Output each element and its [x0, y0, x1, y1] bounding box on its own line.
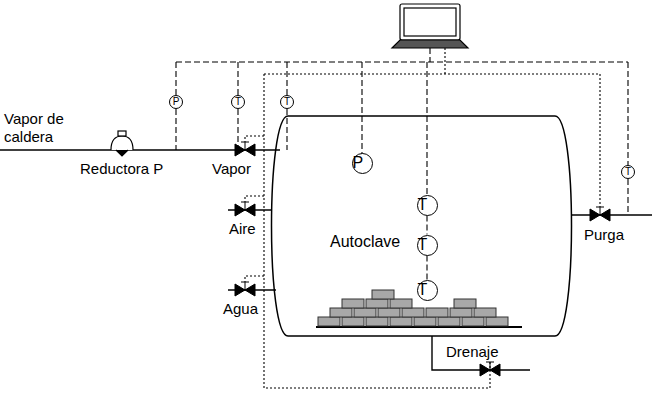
- control-lines: [245, 48, 600, 388]
- steam-source-label: Vapor de caldera: [4, 110, 76, 146]
- sensor-circle: T: [417, 195, 438, 216]
- sensor-letter: P: [170, 96, 182, 108]
- sensor-letter: T: [418, 281, 428, 300]
- valve-label: Purga: [584, 226, 624, 244]
- vessel-outline: [266, 114, 578, 338]
- sensor-circle: T: [417, 280, 438, 301]
- sensor-letter: T: [418, 236, 428, 255]
- sensor-circle: P: [169, 95, 183, 109]
- sensor-circle: T: [280, 95, 294, 109]
- signal-connector: [426, 256, 427, 280]
- valve-label: Drenaje: [446, 343, 499, 361]
- sensor-letter: T: [418, 196, 428, 215]
- valve-label: Reductora P: [80, 160, 163, 178]
- sensor-circle: P: [352, 153, 373, 174]
- sensor-letter: T: [232, 96, 244, 108]
- vessel-name: Autoclave: [330, 233, 400, 251]
- valve-symbols: [235, 142, 610, 376]
- sensor-letter: T: [281, 96, 293, 108]
- signal-connector: [426, 216, 427, 235]
- pressure-reducer-symbol: [111, 131, 133, 156]
- signal-lines: [176, 48, 628, 215]
- laptop-icon: [392, 4, 468, 48]
- valve-label: Vapor: [212, 160, 251, 178]
- sensor-circle: T: [621, 165, 635, 179]
- sensor-letter: P: [353, 154, 364, 173]
- sensor-circle: T: [417, 235, 438, 256]
- sensor-circle: T: [231, 95, 245, 109]
- autoclave-vessel: Autoclave P T T T: [266, 114, 578, 338]
- valve-label: Aire: [229, 220, 256, 238]
- pipes: [0, 150, 652, 370]
- valve-label: Agua: [223, 300, 258, 318]
- vessel-shell: [272, 116, 572, 336]
- sensor-letter: T: [622, 166, 634, 178]
